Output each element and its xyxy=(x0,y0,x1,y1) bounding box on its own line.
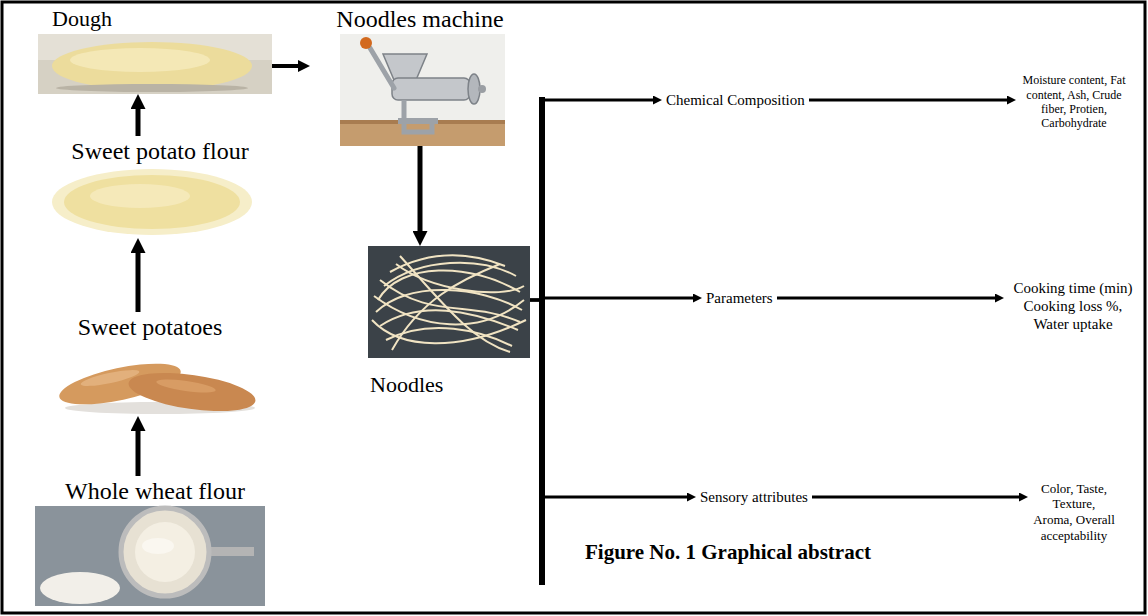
category-label: Sensory attributes xyxy=(696,486,812,508)
flow-arrow xyxy=(136,104,141,136)
flow-arrow xyxy=(272,64,302,68)
noodles-photo-box: Noodles xyxy=(368,246,530,400)
category-label: Chemical Composition xyxy=(662,89,809,111)
photo-label: Sweet potato flour xyxy=(30,136,290,166)
noodle-machine-photo-part xyxy=(398,118,438,124)
category-label: Parameters xyxy=(702,287,777,309)
sweet-potatoes-photo-part xyxy=(156,377,217,395)
flow-arrow xyxy=(418,146,423,236)
noodles-photo-part xyxy=(372,255,526,352)
photo-area xyxy=(368,246,530,358)
detail-list: Cooking time (min) Cooking loss %, Water… xyxy=(1004,277,1142,335)
flour-photo-box: Sweet potato flour xyxy=(30,136,290,238)
dough-photo-box: Dough xyxy=(38,4,272,94)
photo-area xyxy=(310,34,530,146)
dough-photo xyxy=(38,34,272,94)
flow-arrow xyxy=(136,426,141,476)
whole-wheat-flour-photo-part xyxy=(204,547,254,556)
machine-photo-box: Noodles machine xyxy=(310,4,530,146)
noodle-machine-photo xyxy=(340,34,505,146)
node-text: Cooking time (min) Cooking loss %, Water… xyxy=(1008,279,1138,333)
dough-photo-part xyxy=(70,48,210,72)
figure-caption: Figure No. 1 Graphical abstract xyxy=(585,540,871,565)
flow-arrow xyxy=(530,300,690,497)
photo-label: Sweet potatoes xyxy=(40,312,260,342)
photo-label: Whole wheat flour xyxy=(30,476,280,506)
node-text: Color, Taste, Texture, Aroma, Overall ac… xyxy=(1032,481,1116,543)
whole-wheat-flour-photo-part xyxy=(35,506,265,606)
flow-arrow xyxy=(136,248,141,312)
sweet-potatoes-photo-part xyxy=(126,366,257,417)
noodle-machine-photo-part xyxy=(392,78,470,100)
noodles-photo xyxy=(368,246,530,358)
noodle-machine-photo-part xyxy=(340,34,505,122)
noodle-machine-photo-part xyxy=(478,85,486,93)
node-text: Chemical Composition xyxy=(666,91,805,109)
wheat-photo-box: Whole wheat flour xyxy=(30,476,280,606)
sweet-potato-flour-photo-part xyxy=(52,169,252,235)
detail-list: Color, Taste, Texture, Aroma, Overall ac… xyxy=(1028,479,1120,545)
photo-label: Noodles machine xyxy=(310,4,530,34)
node-text: Moisture content, Fat content, Ash, Crud… xyxy=(1020,73,1128,131)
noodles-photo-part-part xyxy=(400,256,510,352)
flow-arrow xyxy=(530,100,656,300)
photo-area xyxy=(30,506,280,606)
sweet-potato-flour-photo-part xyxy=(64,175,240,229)
flow-arrow xyxy=(777,297,998,300)
noodles-photo-part-part xyxy=(396,264,524,292)
whole-wheat-flour-photo xyxy=(35,506,265,606)
dough-photo-part xyxy=(38,34,272,94)
flow-arrow xyxy=(809,99,1010,102)
photo-area xyxy=(38,34,272,94)
noodle-machine-photo-part xyxy=(370,48,394,88)
flow-arrow xyxy=(812,496,1022,499)
whole-wheat-flour-photo-part xyxy=(135,522,195,582)
noodles-photo-part-part xyxy=(378,270,520,300)
sweet-potato-flour-photo-part xyxy=(90,184,190,208)
photo-area xyxy=(30,166,290,238)
sweet-potatoes-photo-part xyxy=(80,367,141,389)
node-text: Sensory attributes xyxy=(700,488,808,506)
noodles-photo-part-part xyxy=(380,280,520,322)
noodle-machine-photo-part xyxy=(404,100,432,132)
photo-label: Noodles xyxy=(368,370,530,400)
sweet-potatoes-photo xyxy=(56,355,258,417)
whole-wheat-flour-photo-part xyxy=(121,508,209,596)
noodles-photo-part-part xyxy=(372,320,526,343)
noodles-photo-part xyxy=(368,246,530,358)
whole-wheat-flour-photo-part xyxy=(142,538,174,554)
noodle-machine-photo-part xyxy=(360,37,372,49)
flow-arrow xyxy=(530,298,696,300)
dough-photo-part xyxy=(52,42,252,90)
noodles-photo-part-part xyxy=(380,310,518,330)
detail-list: Moisture content, Fat content, Ash, Crud… xyxy=(1016,71,1132,133)
photo-label: Dough xyxy=(38,4,272,34)
whole-wheat-flour-photo-part xyxy=(40,572,120,604)
potatoes-photo-box: Sweet potatoes xyxy=(40,312,260,416)
dough-photo-part xyxy=(56,84,248,92)
node-text: Parameters xyxy=(706,289,773,307)
photo-area xyxy=(40,342,260,416)
sweet-potato-flour-photo xyxy=(52,169,252,235)
